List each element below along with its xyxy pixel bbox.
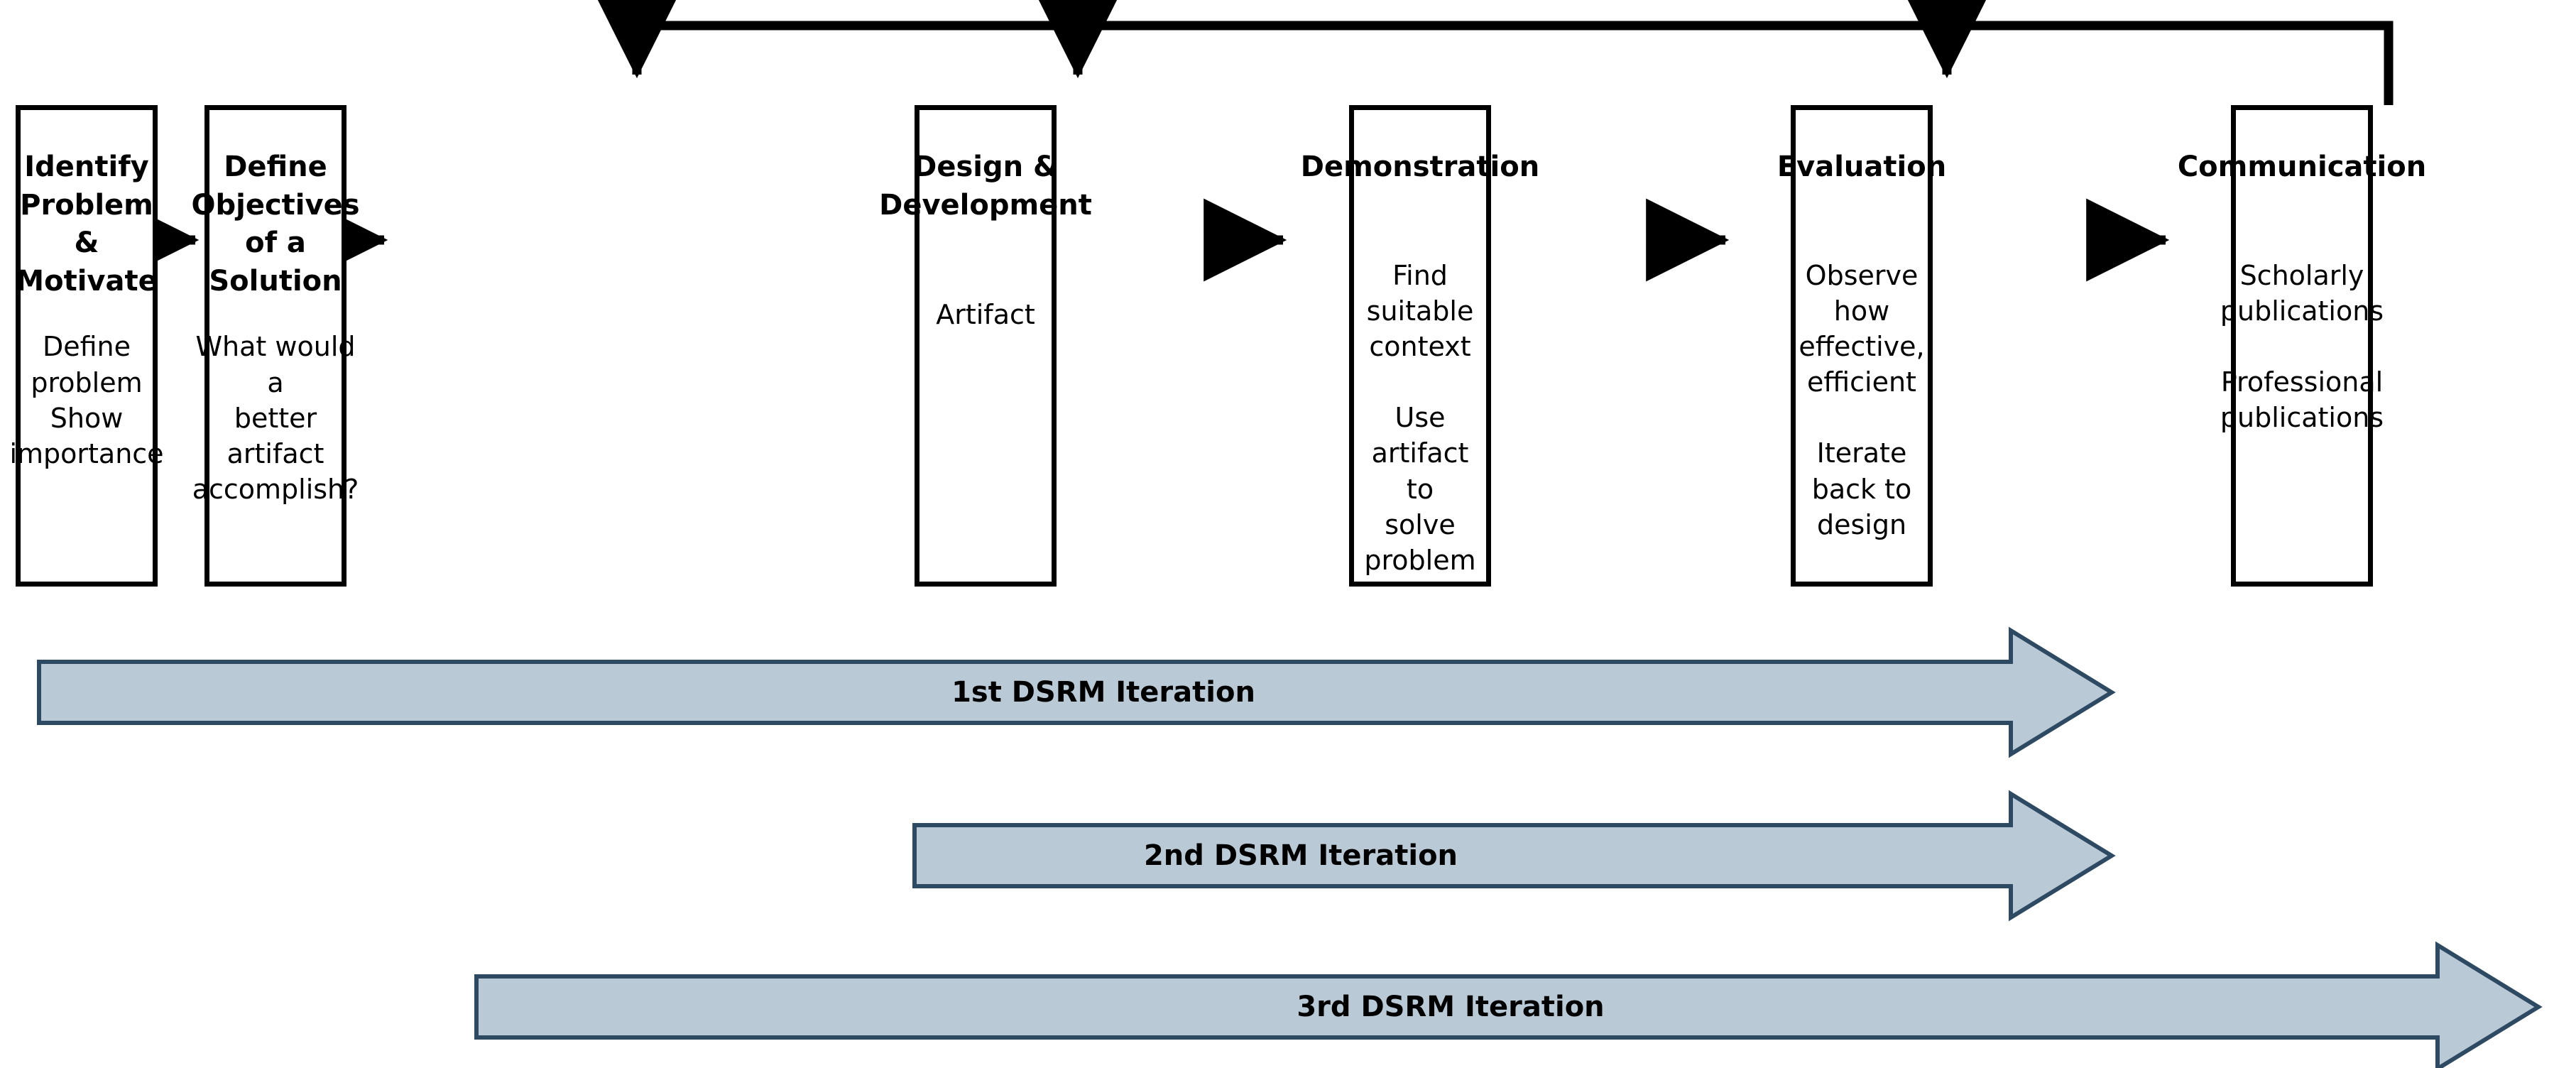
stage-box-communication[interactable]: Communication Scholarly publications Pro… [2178,105,2426,587]
stage-title: Identify Problem & Motivate [16,151,158,298]
stage-title: Communication [2177,151,2427,183]
feedback-bus [637,21,2394,105]
iteration-arrow-1[interactable] [37,625,2124,760]
stage-box-define-objectives[interactable]: Define Objectives of a Solution What wou… [191,105,360,587]
stage-box-identify-problem-motivate[interactable]: Identify Problem & Motivate Define probl… [9,105,164,587]
iteration-label-3: 3rd DSRM Iteration [1297,991,1605,1023]
stage-box-design-development[interactable]: Design & Development Artifact [879,105,1092,587]
stage-description: What would a better artifact accomplish? [192,331,359,505]
stage-description: Scholarly publications Professional publ… [2220,259,2384,434]
stage-title: Design & Development [879,151,1092,222]
stage-description: Observe how effective, efficient Iterate… [1799,259,1925,540]
iteration-arrow-3[interactable] [474,939,2551,1068]
iteration-arrow-2[interactable] [912,788,2124,923]
stage-title: Evaluation [1777,151,1947,183]
stage-box-demonstration[interactable]: Demonstration Find suitable context Use … [1301,105,1539,587]
iteration-label-1: 1st DSRM Iteration [951,676,1255,709]
stage-title: Define Objectives of a Solution [191,151,360,298]
stage-description: Define problem Show importance [9,331,164,469]
iteration-label-2: 2nd DSRM Iteration [1143,839,1458,872]
stage-title: Demonstration [1300,151,1540,183]
stage-description: Artifact [936,299,1035,331]
stage-description: Find suitable context Use artifact to so… [1364,259,1476,576]
stage-box-evaluation[interactable]: Evaluation Observe how effective, effici… [1777,105,1946,587]
